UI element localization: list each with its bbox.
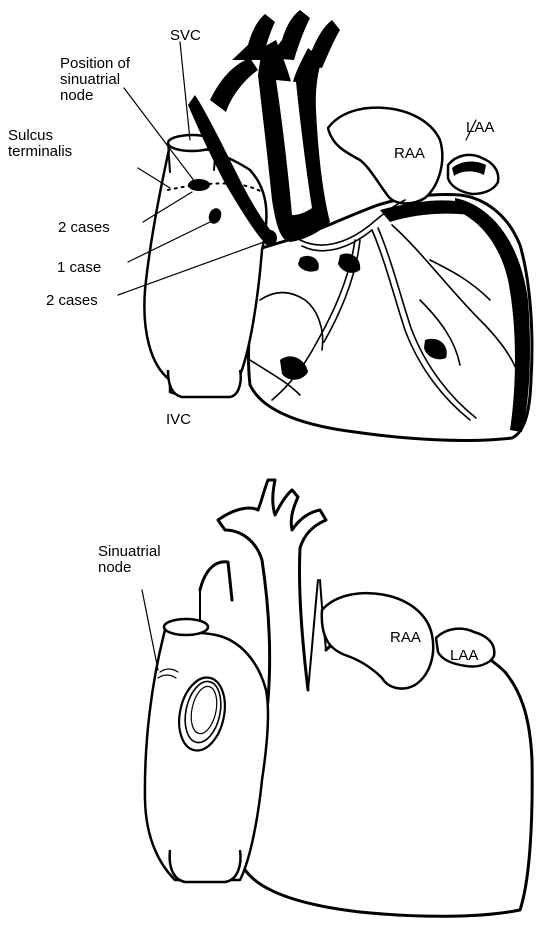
bottom-svc-top	[164, 619, 208, 635]
label-raa-bottom: RAA	[390, 629, 421, 646]
label-position-line3: node	[60, 87, 93, 104]
label-position-line1: Position of	[60, 55, 131, 72]
label-svc: SVC	[170, 27, 201, 44]
label-ivc: IVC	[166, 411, 191, 428]
top-ventricle-shading	[455, 198, 530, 432]
label-sulcus-line1: Sulcus	[8, 127, 53, 144]
top-heart-drawing	[118, 10, 532, 440]
label-cases-c: 2 cases	[46, 292, 98, 309]
bottom-right-atrium	[145, 630, 268, 880]
label-position-line2: sinuatrial	[60, 71, 120, 88]
top-ivc	[168, 370, 241, 397]
label-sinuatrial-line2: node	[98, 559, 131, 576]
top-raa	[328, 108, 442, 204]
label-cases-b: 1 case	[57, 259, 101, 276]
label-raa-top: RAA	[394, 145, 425, 162]
bottom-ventricle-outline	[240, 652, 532, 916]
top-node-site-2-cases	[188, 179, 210, 191]
label-sulcus-line2: terminalis	[8, 143, 72, 160]
label-sinuatrial-line1: Sinuatrial	[98, 543, 161, 560]
bottom-ivc	[170, 850, 241, 882]
label-cases-a: 2 cases	[58, 219, 110, 236]
label-laa-top: LAA	[466, 119, 494, 136]
top-node-site-2-cases-lower	[263, 230, 277, 246]
bottom-heart-drawing	[142, 480, 532, 916]
label-laa-bottom: LAA	[450, 647, 478, 664]
